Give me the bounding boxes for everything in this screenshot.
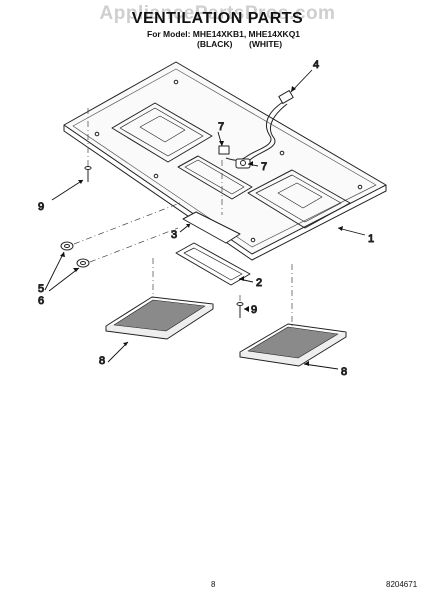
page-number: 8 (211, 580, 216, 589)
fastener (60, 241, 90, 268)
watermark: AppliancePartsPros.com (99, 3, 336, 24)
variant-white: (WHITE) (249, 39, 283, 49)
callout-7-lower: 7 (261, 161, 267, 173)
callout-6: 6 (38, 295, 44, 307)
model-line: For Model: MHE14XKB1, MHE14XKQ1 (147, 29, 301, 39)
callout-4: 4 (313, 59, 319, 71)
callout-9-right: 9 (251, 304, 257, 316)
callout-7-upper: 7 (218, 121, 224, 133)
variant-black: (BLACK) (197, 39, 233, 49)
damper-frame (175, 242, 251, 286)
grease-filter-right (239, 323, 347, 367)
grease-filter-left (105, 296, 214, 340)
alignment-line (73, 108, 293, 326)
callout-1: 1 (368, 233, 374, 245)
callout-9-left: 9 (38, 201, 44, 213)
callout-5: 5 (38, 283, 44, 295)
document-number: 8204671 (386, 580, 418, 589)
callout-8-left: 8 (99, 355, 105, 367)
vent-plate (63, 61, 387, 261)
screw (236, 302, 244, 318)
wire-harness (225, 90, 294, 161)
screw (84, 166, 92, 182)
callout-2: 2 (256, 277, 262, 289)
callout-3: 3 (171, 229, 177, 241)
damper-plate (182, 211, 241, 244)
page-title: VENTILATION PARTS (131, 10, 304, 27)
arrowhead (60, 86, 343, 366)
callout-8-right: 8 (341, 366, 347, 378)
